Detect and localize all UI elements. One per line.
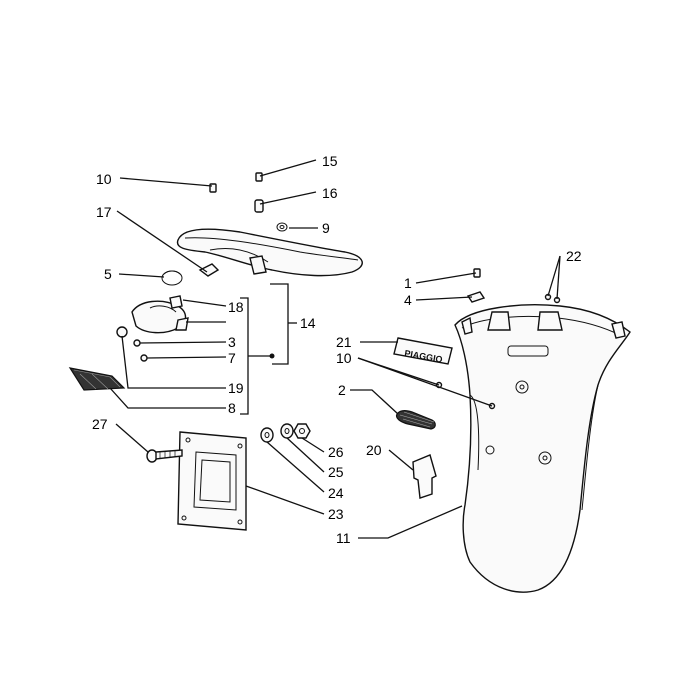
callout-20: 20 [366,442,382,458]
callout-26: 26 [328,444,344,460]
lamp-holder-part [131,295,189,334]
callout-16: 16 [322,185,338,201]
callout-19: 19 [228,380,244,396]
callout-15: 15 [322,153,338,169]
screw-10-upper-part [209,183,217,193]
callout-9: 9 [322,220,330,236]
callout-1: 1 [404,275,412,291]
callout-24: 24 [328,485,344,501]
callout-27: 27 [92,416,108,432]
callout-22: 22 [566,248,582,264]
reflector-part [395,410,436,430]
rear-mudguard-part [454,304,631,593]
piaggio-badge-part: PIAGGIO [393,337,453,365]
callout-5: 5 [104,266,112,282]
callout-11: 11 [336,530,351,546]
callout-25: 25 [328,464,344,480]
bulb-socket-part [116,326,128,338]
spring-ring-part [161,270,183,286]
screw-15-part [255,172,263,182]
screw-3-part [133,339,141,347]
spacer-16-part [254,199,264,213]
callout-23: 23 [328,506,344,522]
callout-8: 8 [228,400,236,416]
callout-7: 7 [228,350,236,366]
callout-18: 18 [228,299,244,315]
clip-part [198,263,220,277]
clip-4-part [466,291,486,303]
callout-4: 4 [404,292,412,308]
washer-part [276,222,288,232]
callout-2: 2 [338,382,346,398]
leader-lines [109,159,561,539]
washer-25-part [280,423,294,439]
nut-26-part [293,423,311,439]
tail-light-housing-part [176,228,363,277]
callout-10-lower: 10 [336,350,352,366]
callout-10-upper: 10 [96,171,112,187]
callout-3: 3 [228,334,236,350]
license-plate-holder-part [177,431,247,531]
bolt-27-part [146,449,183,463]
callout-21: 21 [336,334,352,350]
washer-24-part [260,427,274,443]
bracket-part [412,454,437,499]
callout-labels: 10 15 16 17 9 5 14 18 3 7 19 8 27 26 25 … [92,153,582,546]
reflector-lens-part [68,367,126,391]
callout-17: 17 [96,204,112,220]
screw-7-part [140,354,148,362]
callout-14: 14 [300,315,316,331]
